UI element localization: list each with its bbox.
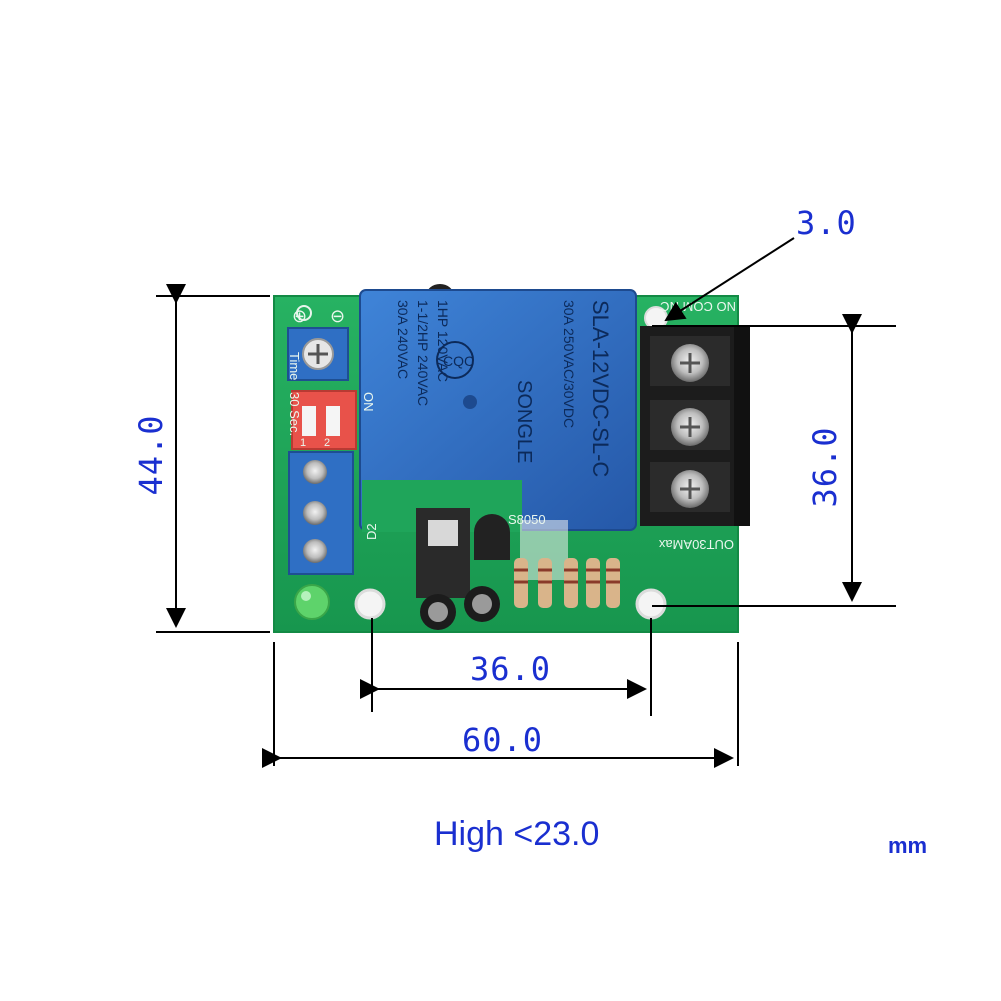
svg-text:NO COM NC: NO COM NC	[660, 299, 736, 314]
resistor-array	[514, 558, 620, 608]
dip-switch	[291, 390, 357, 450]
svg-text:⊖: ⊖	[330, 306, 345, 326]
svg-text:OUT30AMax: OUT30AMax	[658, 537, 734, 552]
svg-text:D2: D2	[364, 523, 379, 540]
height-note: High <23.0	[434, 815, 600, 853]
hole-spacing-dimension: 36.0	[470, 650, 552, 688]
svg-text:Time: Time	[287, 352, 302, 380]
height-dimension-right: 36.0	[806, 426, 844, 508]
height-dimension-left: 44.0	[132, 414, 170, 496]
svg-text:CQC: CQC	[443, 353, 474, 369]
svg-text:⊕: ⊕	[292, 306, 307, 326]
svg-text:1-1/2HP 240VAC: 1-1/2HP 240VAC	[415, 300, 431, 406]
svg-text:30 Sec.: 30 Sec.	[287, 392, 302, 436]
svg-text:30A 250VAC/30VDC: 30A 250VAC/30VDC	[561, 300, 577, 428]
unit-label: mm	[888, 833, 928, 858]
svg-text:2: 2	[324, 437, 330, 449]
mounting-hole-left	[354, 588, 386, 620]
voltage-regulator	[416, 508, 470, 598]
svg-text:1HP 120VAC: 1HP 120VAC	[435, 300, 451, 382]
svg-text:1: 1	[300, 437, 306, 449]
capacitor-2	[464, 586, 500, 622]
dimension-lines	[156, 237, 896, 768]
transistor	[474, 514, 510, 560]
svg-text:SONGLE: SONGLE	[513, 380, 535, 463]
potentiometer	[287, 327, 349, 381]
relay: SLA-12VDC-SL-C 30A 250VAC/30VDC SONGLE 1…	[359, 289, 637, 532]
led	[294, 584, 330, 620]
input-terminal-block	[288, 451, 354, 575]
output-terminal-block	[640, 326, 750, 526]
svg-text:ON: ON	[361, 392, 376, 412]
capacitor-1	[420, 594, 456, 630]
svg-text:S8050: S8050	[508, 512, 546, 527]
width-dimension: 60.0	[462, 721, 544, 759]
mounting-hole-right	[635, 588, 667, 620]
svg-text:SLA-12VDC-SL-C: SLA-12VDC-SL-C	[588, 300, 613, 477]
svg-text:30A 240VAC: 30A 240VAC	[395, 300, 411, 379]
terminal-pitch-dimension: 3.0	[796, 204, 857, 242]
